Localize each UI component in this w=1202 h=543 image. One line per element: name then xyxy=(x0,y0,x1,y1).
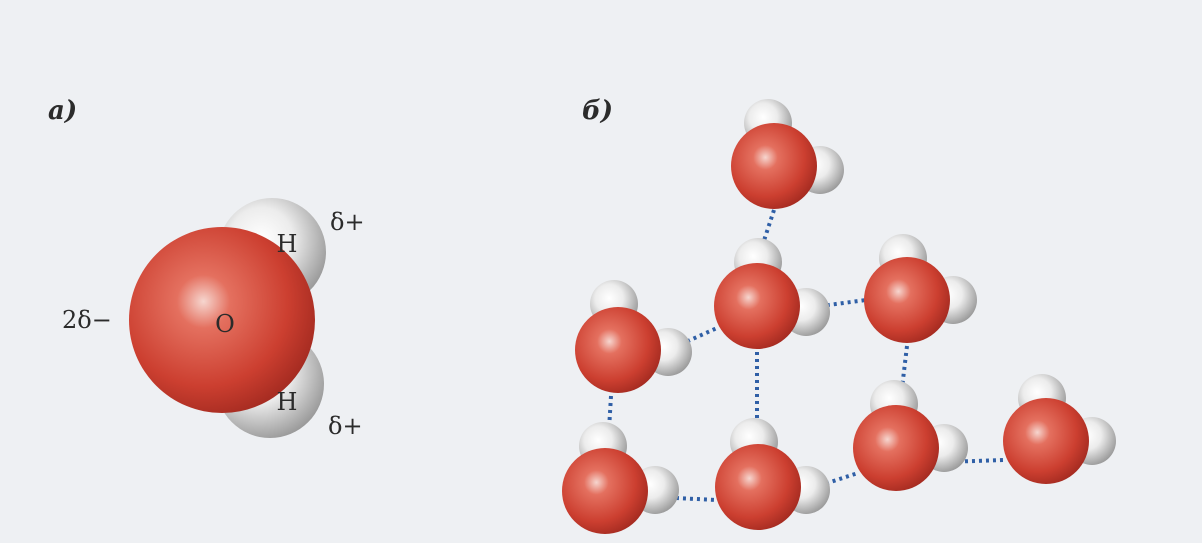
oxygen-atom xyxy=(575,307,661,393)
oxygen-atom xyxy=(731,123,817,209)
oxygen-atom xyxy=(864,257,950,343)
panel-a-molecule: O H H xyxy=(129,198,326,438)
water-molecule-3 xyxy=(864,234,977,343)
water-molecule-7 xyxy=(853,380,968,491)
hydrogen-top-label: H xyxy=(277,230,298,258)
hydrogen-bond-5 xyxy=(900,345,909,389)
hydrogen-bond-9 xyxy=(943,458,1005,464)
oxygen-atom xyxy=(1003,398,1089,484)
water-molecule-6 xyxy=(715,418,830,530)
charge-oxygen: 2δ− xyxy=(62,306,112,334)
hydrogen-bond-2 xyxy=(805,298,867,310)
hydrogen-bottom-label: H xyxy=(277,388,298,416)
oxygen-atom xyxy=(714,263,800,349)
hydrogen-bond-1 xyxy=(755,209,776,263)
water-molecule-5 xyxy=(562,422,679,534)
hydrogen-bond-6 xyxy=(606,395,613,447)
panel-b-label: б) xyxy=(582,96,614,126)
water-molecule-8 xyxy=(1003,374,1116,484)
water-molecule-1 xyxy=(731,99,844,209)
charge-hydrogen-bottom: δ+ xyxy=(328,412,363,440)
oxygen-atom xyxy=(562,448,648,534)
water-molecule-4 xyxy=(575,280,692,393)
charge-hydrogen-top: δ+ xyxy=(330,208,365,236)
water-molecules-network xyxy=(562,99,1116,534)
oxygen-atom xyxy=(853,405,939,491)
oxygen-label: O xyxy=(215,310,235,338)
oxygen-atom xyxy=(129,227,315,413)
water-molecule-2 xyxy=(714,238,830,349)
oxygen-atom xyxy=(715,444,801,530)
panel-a-label: a) xyxy=(48,96,78,126)
hydrogen-bond-7 xyxy=(654,495,718,502)
